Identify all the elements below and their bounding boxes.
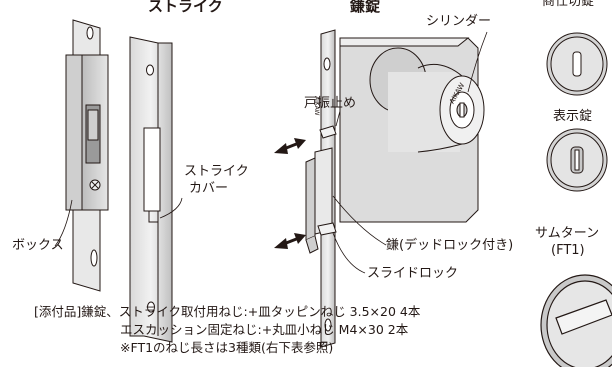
thumbturn-label-line1: サムターン bbox=[535, 226, 600, 241]
merchant-lock-icon bbox=[546, 32, 608, 96]
thumbturn-icon bbox=[540, 274, 612, 367]
strike-cover-label-line2: カバー bbox=[189, 181, 229, 196]
strike-title: ストライク bbox=[148, 0, 223, 15]
indicator-lock-icon bbox=[546, 128, 608, 192]
motion-arrows bbox=[274, 138, 306, 249]
note-line-3: ※FT1のねじ長さは3種類(右下表参照) bbox=[120, 340, 334, 355]
accessory-notes: [添付品]鎌錠、ストライク取付用ねじ:+皿タッピンねじ 3.5×20 4本 エス… bbox=[34, 303, 420, 357]
strike-cover-part bbox=[129, 36, 173, 343]
thumbturn-label-line2: (FT1) bbox=[551, 243, 585, 258]
strike-cover-label-line1: ストライク bbox=[184, 164, 249, 179]
cylinder-label: シリンダー bbox=[426, 14, 492, 29]
note-line-2: エスカッション固定ねじ:+丸皿小ねじ M4×30 2本 bbox=[120, 322, 409, 337]
slide-lock-label: スライドロック bbox=[367, 266, 459, 281]
sickle-label: 鎌(デッドロック付き) bbox=[386, 238, 514, 253]
indicator-lock-label: 表示錠 bbox=[553, 109, 593, 124]
note-line-1: [添付品]鎌錠、ストライク取付用ねじ:+皿タッピンねじ 3.5×20 4本 bbox=[34, 304, 421, 319]
door-stop-label: 戸振止め bbox=[304, 96, 357, 111]
box-label: ボックス bbox=[12, 238, 64, 253]
lock-body-part bbox=[305, 29, 485, 348]
leader-lines bbox=[54, 31, 488, 274]
lock-title: 鎌錠 bbox=[350, 0, 381, 15]
merchant-lock-label: 商仕切錠 bbox=[542, 0, 595, 9]
faceplate-brand-text: AIKAW bbox=[313, 96, 320, 115]
box-part bbox=[65, 19, 109, 292]
